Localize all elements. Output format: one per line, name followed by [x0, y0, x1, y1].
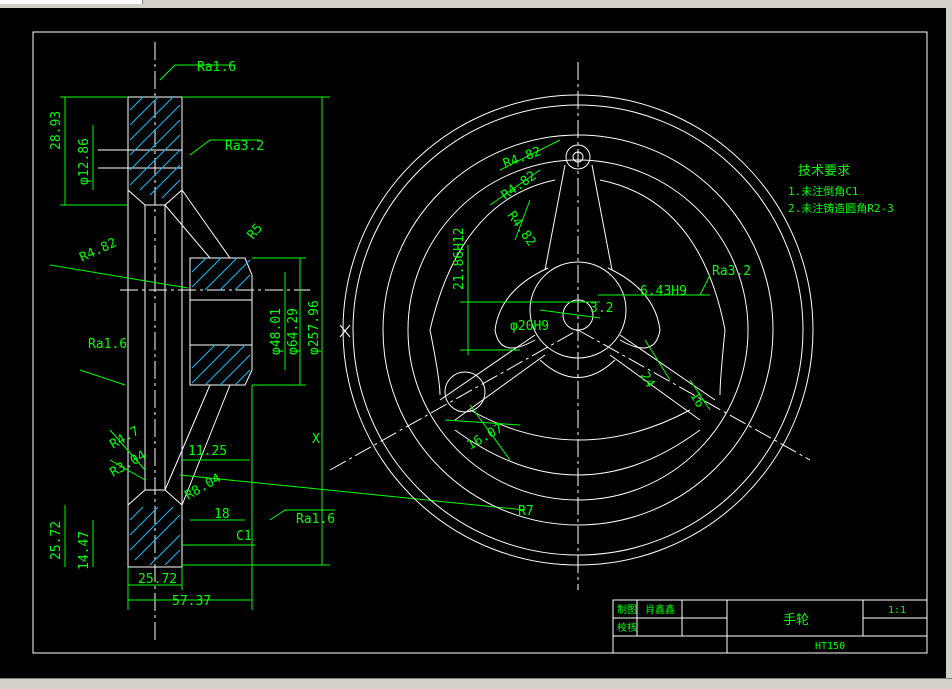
- hub-outer-circle: [529, 261, 627, 359]
- hub-fillet-bottom: [539, 359, 616, 378]
- hub-fillet-right: [607, 267, 661, 349]
- bore-circle: [562, 299, 594, 331]
- rim-outer-circle: [342, 94, 814, 566]
- dim-25-72-h: 25.72: [138, 572, 177, 587]
- window-right-arc: [599, 179, 726, 396]
- ra-left-label: Ra1.6: [88, 337, 127, 352]
- mark-x: X: [312, 432, 320, 447]
- dim-phi20: φ20H9: [510, 319, 549, 334]
- dim-25-72-v: 25.72: [49, 521, 64, 560]
- rim-outer-circle-2: [352, 104, 804, 556]
- cad-drawing-canvas[interactable]: Ra1.6 Ra3.2 Ra1.6 Ra1.6 28.93 φ12.86 R4.…: [0, 8, 946, 678]
- spoke-right: [609, 334, 716, 421]
- drawing-border: [32, 31, 928, 654]
- window-left-arc: [429, 179, 556, 396]
- side-view-dimensions: [49, 64, 526, 610]
- top-hole-inner: [572, 151, 584, 163]
- tb-part-name: 手轮: [783, 613, 809, 628]
- ra-mid-label: Ra3.2: [225, 139, 264, 154]
- hub-outline: [189, 257, 253, 386]
- dim-12-86: φ12.86: [77, 138, 92, 185]
- ra-bottom-label: Ra1.6: [296, 512, 335, 527]
- top-hole-outer: [565, 144, 591, 170]
- tb-drawn-label: 制图: [617, 603, 637, 616]
- dim-24: 24: [637, 370, 658, 391]
- dim-28-93: 28.93: [49, 111, 64, 150]
- dim-64-29: φ64.29: [286, 308, 301, 355]
- dim-257-96: φ257.96: [307, 300, 322, 355]
- tb-material: HT150: [815, 641, 845, 652]
- title-block: [612, 599, 928, 654]
- ra-top-label: Ra1.6: [197, 60, 236, 75]
- tb-drawn-name: 肖鑫鑫: [645, 603, 675, 616]
- spoke-left: [439, 334, 546, 421]
- window-tab[interactable]: [0, 0, 143, 4]
- tb-check-label: 校核: [617, 621, 637, 634]
- dim-6-43: 6.43H9: [640, 284, 687, 299]
- window-bottom-bar: [0, 678, 952, 689]
- dim-16: 16: [687, 390, 708, 411]
- dim-18: 18: [214, 507, 230, 522]
- front-view-dimensions: [444, 139, 711, 461]
- tech-req-item-1: 1.未注倒角C1: [788, 184, 859, 198]
- dim-57-37: 57.37: [172, 594, 211, 609]
- dim-3-2: 3.2: [590, 301, 613, 316]
- section-hatching: [129, 96, 251, 566]
- front-diag-centerline-right: [577, 329, 811, 461]
- window-right-edge: [946, 8, 952, 678]
- x-mark-icon: [339, 324, 351, 338]
- side-view: [98, 42, 310, 642]
- technical-requirements: 技术要求 1.未注倒角C1 2.未注铸造圆角R2-3: [788, 164, 894, 215]
- handle-hole: [444, 371, 486, 413]
- dim-11-25: 11.25: [188, 444, 227, 459]
- spoke-top: [544, 164, 613, 271]
- rim-inner-circle: [382, 134, 774, 526]
- dim-c1: C1: [236, 529, 252, 544]
- hub-fillet-left: [494, 267, 549, 349]
- tb-scale: 1:1: [888, 605, 906, 616]
- dim-48-01: φ48.01: [269, 308, 284, 355]
- dim-r7: R7: [518, 504, 534, 519]
- front-view: [329, 62, 814, 590]
- dim-ra32-front: Ra3.2: [712, 264, 751, 279]
- spoke-lines: [164, 189, 231, 506]
- dim-21-86: 21.86H12: [452, 227, 467, 290]
- dim-14-47: 14.47: [77, 531, 92, 570]
- tech-req-title: 技术要求: [798, 164, 850, 179]
- rim-window-circle: [407, 159, 749, 501]
- front-diag-centerline-left: [329, 329, 579, 471]
- window-bottom-arc: [454, 429, 701, 476]
- tech-req-item-2: 2.未注铸造圆角R2-3: [788, 201, 894, 215]
- window-top-bar: [0, 0, 952, 8]
